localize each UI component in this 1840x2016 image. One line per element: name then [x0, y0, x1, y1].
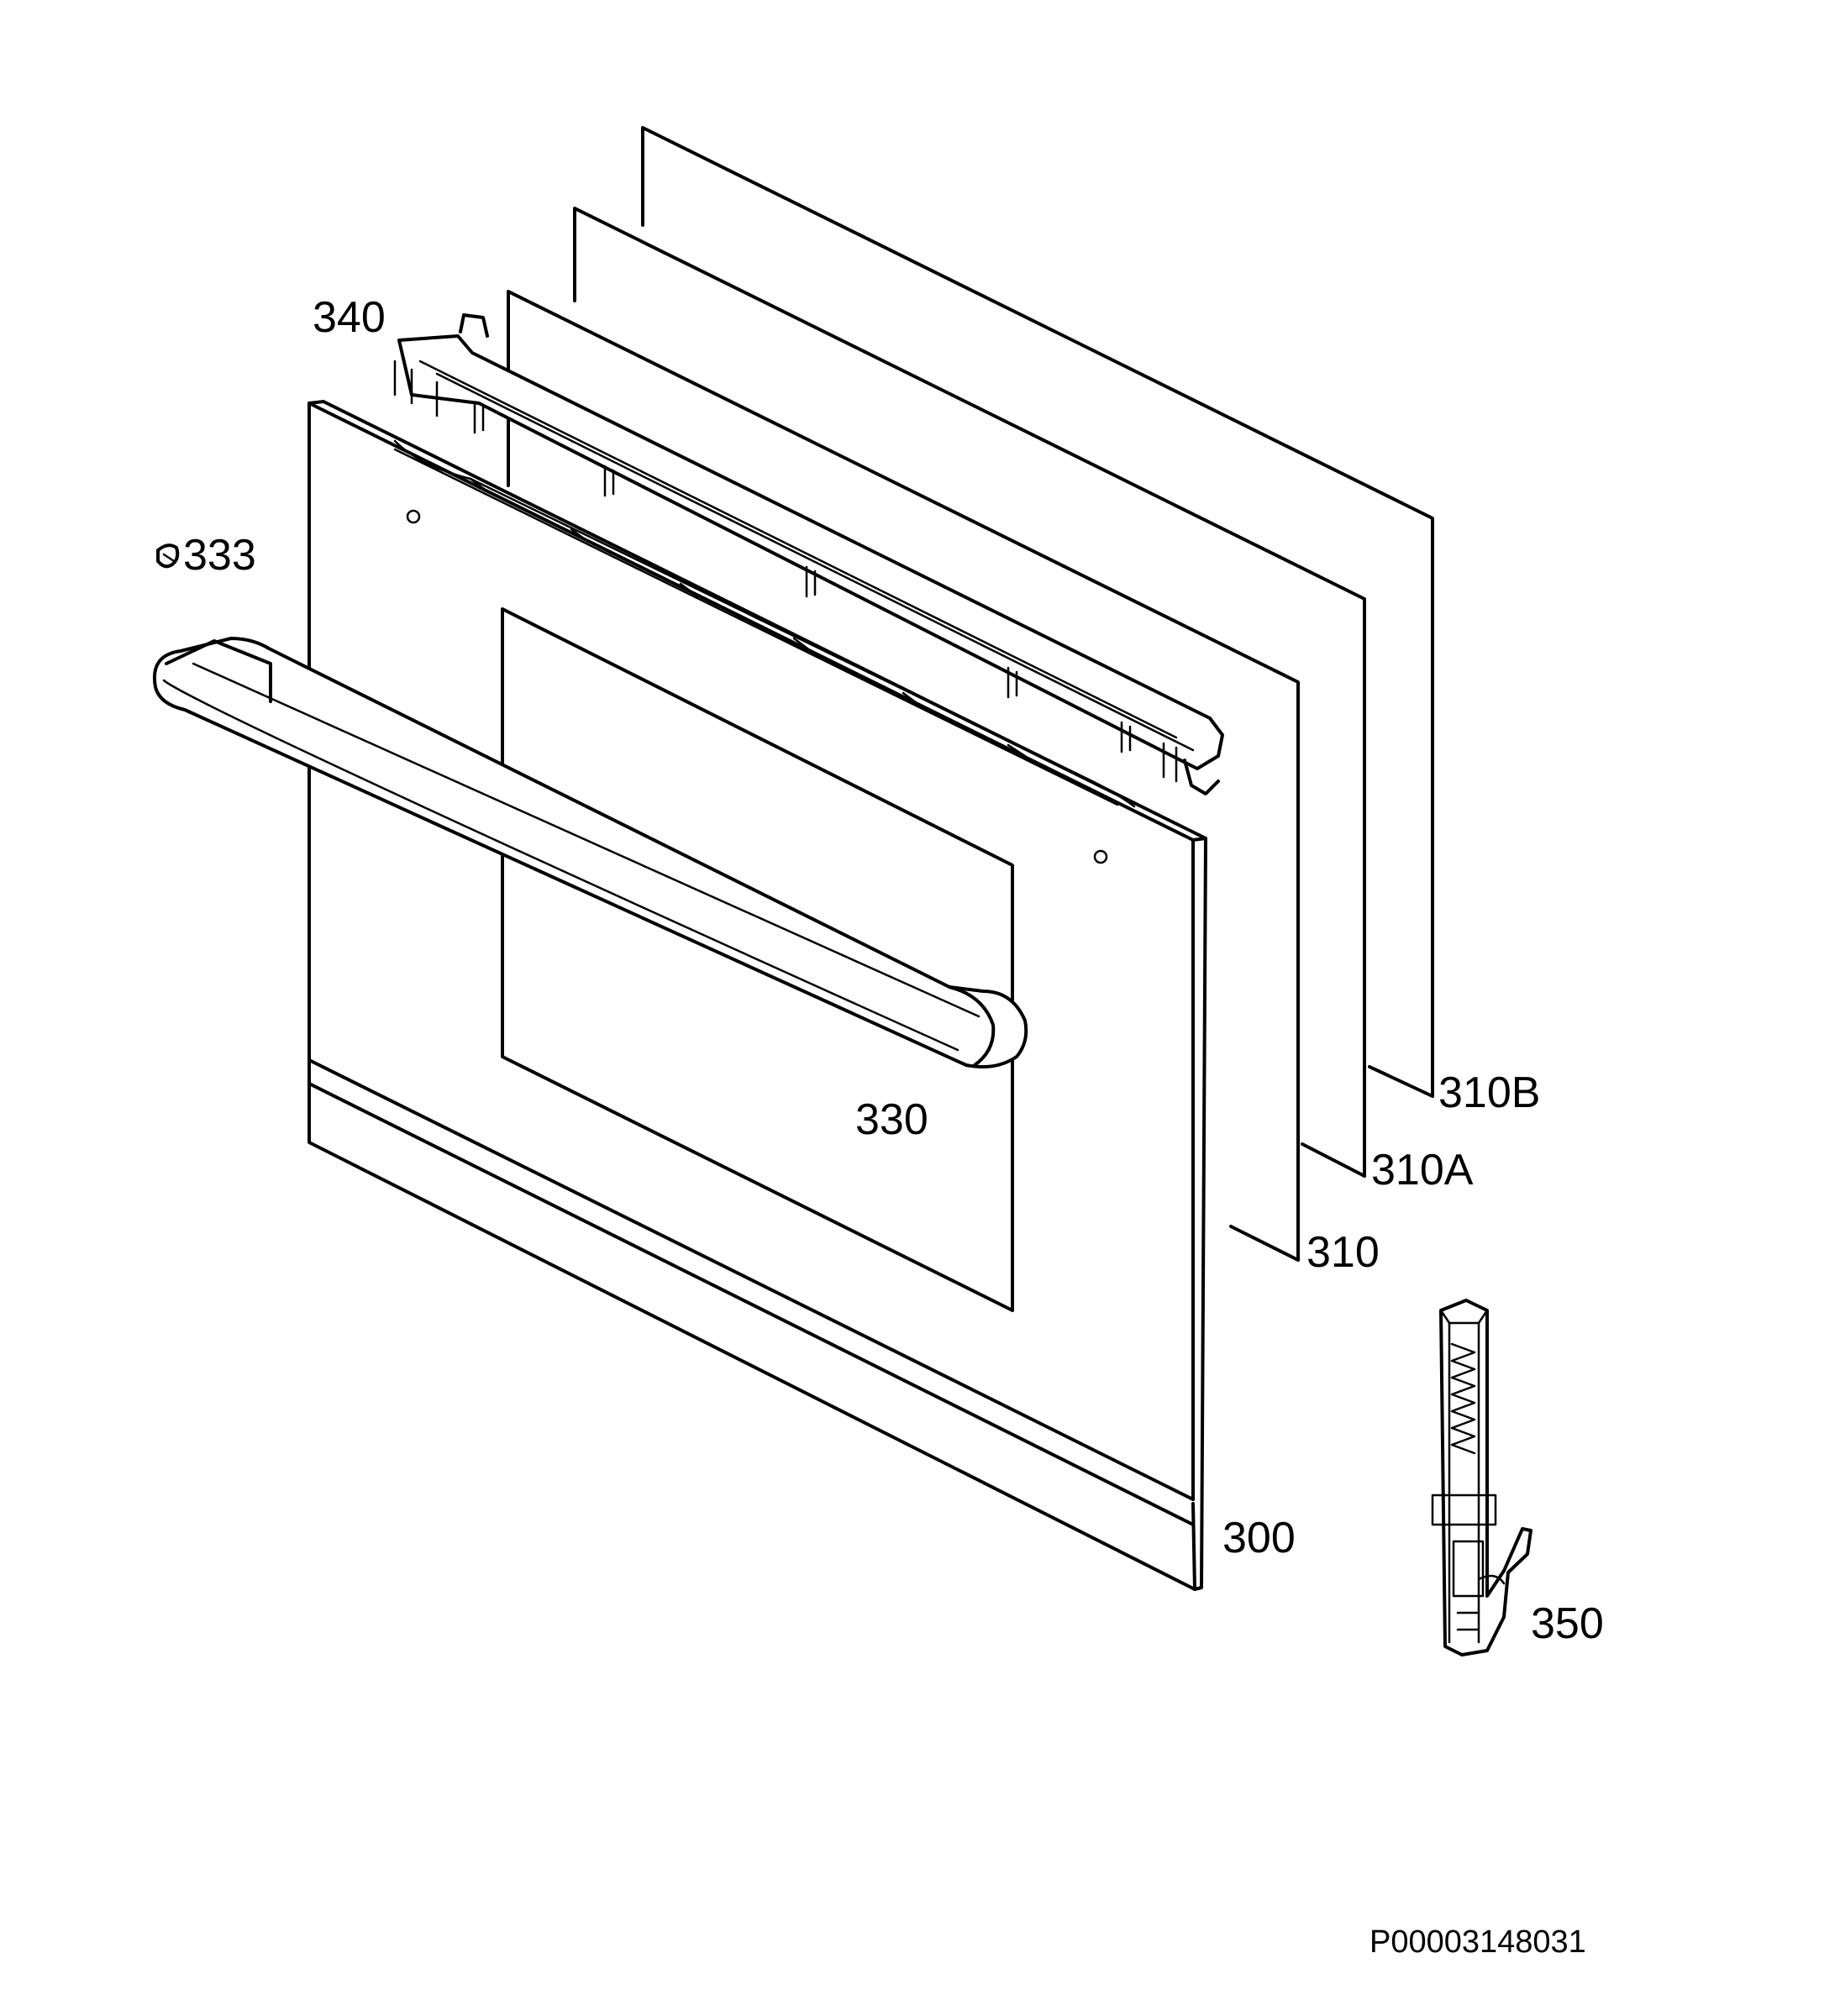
glass-panel-310a[interactable]	[573, 207, 1366, 1178]
door-window-opening	[501, 607, 1014, 1312]
door-front-300[interactable]	[308, 400, 1207, 1591]
part-label-310b: 310B	[1438, 1068, 1540, 1117]
part-label-300: 300	[1222, 1514, 1296, 1562]
reference-code: P00003148031	[1369, 1924, 1586, 1960]
part-label-330: 330	[855, 1095, 928, 1144]
part-label-333: 333	[183, 531, 256, 580]
part-label-340: 340	[313, 293, 386, 342]
part-label-350: 350	[1531, 1599, 1604, 1648]
handle-330[interactable]	[152, 637, 1028, 1068]
part-label-310: 310	[1306, 1228, 1380, 1277]
part-label-310a: 310A	[1371, 1146, 1474, 1194]
leader-line-310a	[1301, 1142, 1366, 1178]
leader-line-310	[1229, 1225, 1300, 1262]
glass-panel-310b[interactable]	[641, 126, 1434, 1098]
leader-line-310b	[1368, 1065, 1434, 1098]
hinge-350[interactable]	[1431, 1299, 1532, 1656]
top-profile-340[interactable]	[393, 313, 1224, 795]
screw-333[interactable]	[156, 543, 180, 569]
